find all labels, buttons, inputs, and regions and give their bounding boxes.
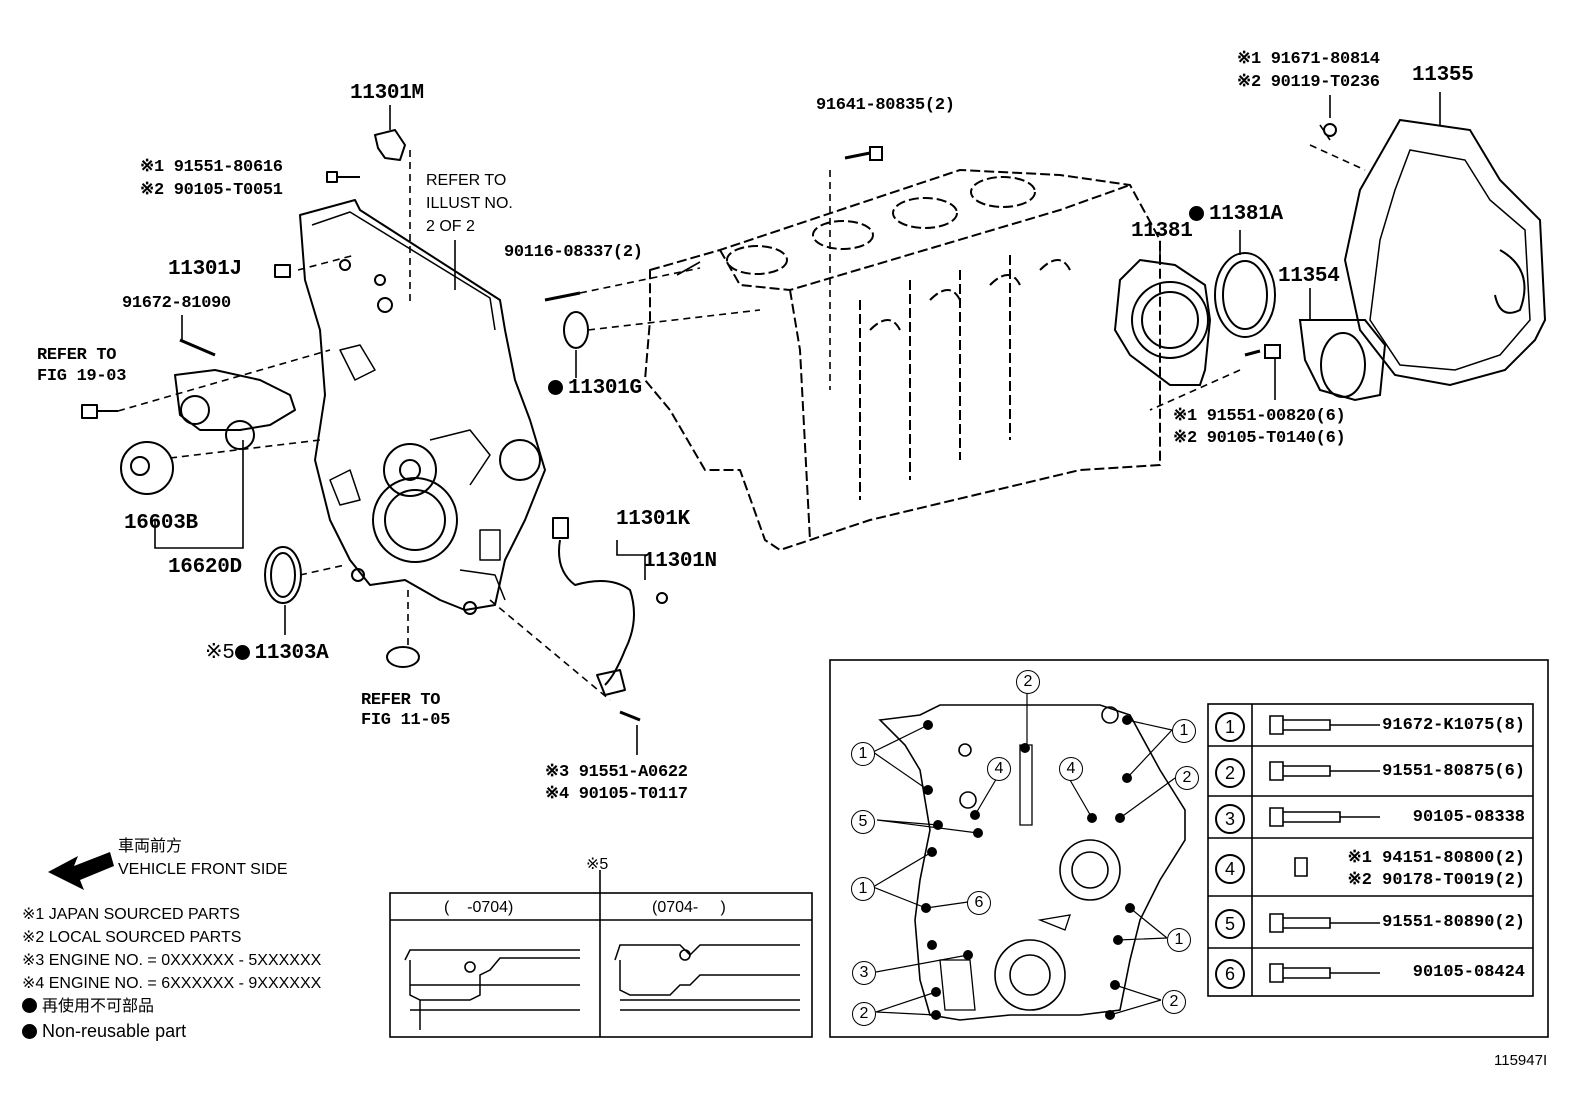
non-reusable-icon [548,380,563,395]
refer-fig19-line2: FIG 19-03 [37,367,127,386]
cover-bolt-callout-2: 2 [852,1002,876,1026]
bolt-table-number-3: 3 [1215,804,1245,834]
timing-cover-drawing [299,199,546,615]
legend-note-1: ※1 JAPAN SOURCED PARTS [22,906,240,923]
part-90119-T0236-label[interactable]: ※2 90119-T0236 [1237,73,1380,92]
part-11354-label[interactable]: 11354 [1278,265,1340,288]
bolt-table-part-number[interactable]: 91551-80875(6) [1382,762,1525,781]
legend-note-3: ※3 ENGINE NO. = 0XXXXXX - 5XXXXXX [22,952,322,969]
vehicle-front-jp: 車両前方 [118,838,183,855]
bolt-table-number-5: 5 [1215,909,1245,939]
part-91551-00820-label[interactable]: ※1 91551-00820(6) [1173,407,1346,426]
part-11301G-label[interactable]: 11301G [548,377,642,401]
cover-bolt-callout-6: 6 [967,891,991,915]
bolt-table-part-number[interactable]: 91551-80890(2) [1382,913,1525,932]
part-90105-T0140-label[interactable]: ※2 90105-T0140(6) [1173,429,1346,448]
detail5-mark: ※5 [586,856,609,873]
part-11301K-label[interactable]: 11301K [616,508,690,531]
part-16620D-label[interactable]: 16620D [168,556,242,579]
bolt-table-part-number[interactable]: 90105-08338 [1412,808,1525,827]
cover-bolt-callout-2: 2 [1016,670,1040,694]
part-91671-80814-label[interactable]: ※1 91671-80814 [1237,50,1380,69]
bolt-table-part-number[interactable]: ※2 90178-T0019(2) [1347,871,1525,890]
detail5-col2-header: (0704- ) [652,899,726,916]
legend-non-reusable-en: Non-reusable part [22,1020,186,1042]
cover-bolt-callout-3: 3 [852,961,876,985]
legend-non-reusable-en-text: Non-reusable part [42,1021,187,1041]
legend-non-reusable-jp-text: 再使用不可部品 [42,998,155,1015]
part-90105-T0051-label[interactable]: ※2 90105-T0051 [140,181,283,200]
bolt-table-number-1: 1 [1215,712,1245,742]
refer-fig19-line1: REFER TO [37,346,117,365]
legend-note-2: ※2 LOCAL SOURCED PARTS [22,929,242,946]
part-11301J-label[interactable]: 11301J [168,258,242,281]
bolt-table-part-number[interactable]: 90105-08424 [1412,963,1525,982]
cover-bolt-callout-5: 5 [851,810,875,834]
part-11355-label[interactable]: 11355 [1412,64,1474,87]
cover-bolt-callout-1: 1 [1167,928,1191,952]
part-90105-T0117-label[interactable]: ※4 90105-T0117 [545,785,688,804]
legend-note-4: ※4 ENGINE NO. = 6XXXXXX - 9XXXXXX [22,975,322,992]
refer-illust-line2: ILLUST NO. [426,195,513,212]
part-11301N-label[interactable]: 11301N [643,550,717,573]
bolt-detail-box [829,659,1549,1038]
bolt-table-part-number[interactable]: 91672-K1075(8) [1382,716,1525,735]
detail5-col1-header: ( -0704) [444,899,514,916]
cover-bolt-callout-1: 1 [851,877,875,901]
bolt-table-number-2: 2 [1215,758,1245,788]
detail5-box [389,870,813,1038]
part-11301G-number: 11301G [568,377,642,400]
cover-bolt-callout-1: 1 [1172,719,1196,743]
part-11381A-label[interactable]: 11381A [1189,203,1283,227]
cover-bolt-callout-1: 1 [851,742,875,766]
bolt-table-number-6: 6 [1215,959,1245,989]
refer-illust-line3: 2 OF 2 [426,218,475,235]
vehicle-front-en: VEHICLE FRONT SIDE [118,861,288,878]
figure-id: 115947I [1494,1052,1548,1069]
part-16603B-label[interactable]: 16603B [124,512,198,535]
non-reusable-icon [1189,206,1204,221]
part-91641-80835-label[interactable]: 91641-80835(2) [816,96,955,115]
refer-fig11-line1: REFER TO [361,691,441,710]
part-91551-A0622-label[interactable]: ※3 91551-A0622 [545,763,688,782]
non-reusable-icon [234,645,250,660]
part-11301M-label[interactable]: 11301M [350,82,424,105]
part-11303A-label[interactable]: ※5 11303A [205,642,329,666]
legend-non-reusable-jp: 再使用不可部品 [22,996,154,1018]
refer-fig11-line2: FIG 11-05 [361,711,451,730]
part-90116-08337-label[interactable]: 90116-08337(2) [504,243,643,262]
part-91551-80616-label[interactable]: ※1 91551-80616 [140,158,283,177]
cover-bolt-callout-2: 2 [1162,990,1186,1014]
cover-bolt-callout-2: 2 [1175,766,1199,790]
non-reusable-icon [22,998,37,1013]
cover-bolt-callout-4: 4 [1059,757,1083,781]
bolt-table-part-number[interactable]: ※1 94151-80800(2) [1347,849,1525,868]
bolt-icons [1269,715,1380,983]
note5-mark: ※5 [205,642,235,665]
part-91672-81090-label[interactable]: 91672-81090 [122,294,231,313]
cover-bolt-callout-4: 4 [987,757,1011,781]
refer-illust-line1: REFER TO [426,172,507,189]
non-reusable-icon [22,1024,37,1039]
bolt-table-number-4: 4 [1215,854,1245,884]
part-11381A-number: 11381A [1209,203,1283,226]
part-11303A-number: 11303A [254,642,329,665]
part-11381-label[interactable]: 11381 [1131,220,1193,243]
